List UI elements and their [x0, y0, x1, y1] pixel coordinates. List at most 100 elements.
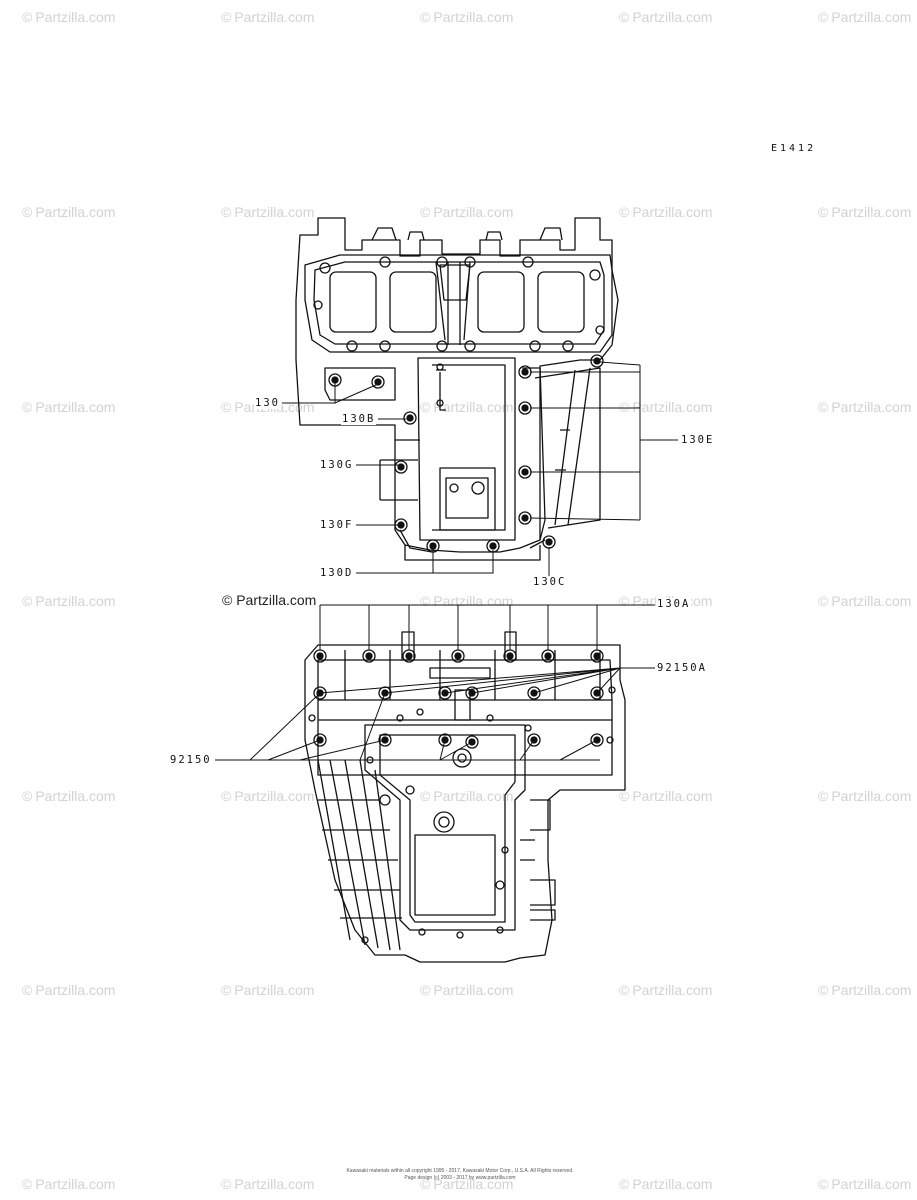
copyright-symbol: ©: [221, 204, 232, 220]
watermark-text: Partzilla.com: [35, 1176, 116, 1192]
watermark: ©Partzilla.com: [818, 204, 911, 220]
callout-92150: 92150: [169, 754, 213, 766]
watermark: ©Partzilla.com: [420, 788, 513, 804]
watermark: ©Partzilla.com: [619, 982, 712, 998]
copyright-symbol: ©: [818, 788, 829, 804]
watermark: ©Partzilla.com: [221, 1176, 314, 1192]
callout-130f: 130F: [319, 519, 355, 531]
copyright-symbol: ©: [22, 1176, 33, 1192]
watermark-text: Partzilla.com: [831, 788, 912, 804]
copyright-symbol: ©: [22, 593, 33, 609]
watermark-text: Partzilla.com: [632, 788, 713, 804]
copyright-symbol: ©: [619, 204, 630, 220]
copyright-symbol: ©: [221, 399, 232, 415]
copyright-symbol: ©: [818, 982, 829, 998]
watermark: ©Partzilla.com: [818, 1176, 911, 1192]
copyright-symbol: ©: [221, 982, 232, 998]
watermark: ©Partzilla.com: [221, 982, 314, 998]
watermark-text: Partzilla.com: [35, 982, 116, 998]
watermark: ©Partzilla.com: [22, 1176, 115, 1192]
watermark: ©Partzilla.com: [221, 204, 314, 220]
watermark-text: Partzilla.com: [831, 1176, 912, 1192]
watermark: ©Partzilla.com: [22, 982, 115, 998]
watermark: ©Partzilla.com: [420, 9, 513, 25]
watermark: ©Partzilla.com: [420, 1176, 513, 1192]
watermark: ©Partzilla.com: [818, 788, 911, 804]
copyright-symbol: ©: [22, 9, 33, 25]
copyright-symbol: ©: [818, 9, 829, 25]
copyright-notice: © Partzilla.com: [222, 592, 317, 608]
watermark-text: Partzilla.com: [35, 788, 116, 804]
callout-130g: 130G: [319, 459, 355, 471]
watermark-text: Partzilla.com: [433, 204, 514, 220]
footer-design-credit: Page design (c) 2003 - 2017 by www.partz…: [404, 1175, 516, 1181]
copyright-symbol: ©: [420, 982, 431, 998]
watermark-text: Partzilla.com: [831, 204, 912, 220]
callout-130a: 130A: [656, 598, 692, 610]
leader-lines: [215, 361, 678, 761]
watermark-text: Partzilla.com: [831, 399, 912, 415]
copyright-symbol: ©: [619, 593, 630, 609]
watermark: ©Partzilla.com: [22, 204, 115, 220]
copyright-symbol: ©: [221, 788, 232, 804]
copyright-symbol: ©: [420, 9, 431, 25]
callout-130e: 130E: [680, 434, 716, 446]
copyright-symbol: ©: [420, 593, 431, 609]
copyright-symbol: ©: [619, 9, 630, 25]
copyright-symbol: ©: [221, 1176, 232, 1192]
watermark-text: Partzilla.com: [831, 982, 912, 998]
copyright-symbol: ©: [420, 1176, 431, 1192]
callout-130b: 130B: [341, 413, 377, 425]
copyright-symbol: ©: [818, 593, 829, 609]
watermark: ©Partzilla.com: [22, 788, 115, 804]
watermark: ©Partzilla.com: [420, 399, 513, 415]
callout-130: 130: [254, 397, 281, 409]
watermark: ©Partzilla.com: [22, 593, 115, 609]
watermark: ©Partzilla.com: [818, 9, 911, 25]
watermark-text: Partzilla.com: [632, 399, 713, 415]
upper-crankcase: [295, 217, 619, 561]
copyright-symbol: ©: [221, 9, 232, 25]
watermark-text: Partzilla.com: [35, 9, 116, 25]
watermark: ©Partzilla.com: [619, 788, 712, 804]
copyright-symbol: ©: [420, 399, 431, 415]
watermark: ©Partzilla.com: [22, 399, 115, 415]
watermark: ©Partzilla.com: [619, 204, 712, 220]
watermark: ©Partzilla.com: [221, 9, 314, 25]
copyright-symbol: ©: [619, 788, 630, 804]
lower-crankcase: [304, 631, 626, 963]
footer-copyright: Kawasaki materials within all copyright …: [346, 1168, 574, 1174]
copyright-symbol: ©: [619, 982, 630, 998]
watermark: ©Partzilla.com: [619, 1176, 712, 1192]
copyright-symbol: ©: [22, 982, 33, 998]
watermark-text: Partzilla.com: [831, 593, 912, 609]
watermark-text: Partzilla.com: [234, 204, 315, 220]
watermark-text: Partzilla.com: [433, 982, 514, 998]
watermark-text: Partzilla.com: [234, 9, 315, 25]
watermark-text: Partzilla.com: [632, 9, 713, 25]
watermark: ©Partzilla.com: [221, 788, 314, 804]
copyright-symbol: ©: [818, 399, 829, 415]
watermark-text: Partzilla.com: [433, 9, 514, 25]
watermark-text: Partzilla.com: [433, 399, 514, 415]
watermark-text: Partzilla.com: [831, 9, 912, 25]
watermark-text: Partzilla.com: [234, 1176, 315, 1192]
watermark-text: Partzilla.com: [35, 399, 116, 415]
watermark: ©Partzilla.com: [420, 204, 513, 220]
copyright-symbol: ©: [420, 204, 431, 220]
callout-92150a: 92150A: [656, 662, 708, 674]
copyright-symbol: ©: [22, 399, 33, 415]
watermark-text: Partzilla.com: [35, 593, 116, 609]
watermark: ©Partzilla.com: [818, 982, 911, 998]
watermark: ©Partzilla.com: [619, 9, 712, 25]
copyright-symbol: ©: [22, 204, 33, 220]
watermark: ©Partzilla.com: [619, 399, 712, 415]
callout-130d: 130D: [319, 567, 355, 579]
watermark: ©Partzilla.com: [22, 9, 115, 25]
watermark-text: Partzilla.com: [632, 204, 713, 220]
copyright-symbol: ©: [420, 788, 431, 804]
copyright-symbol: ©: [818, 204, 829, 220]
copyright-symbol: ©: [619, 399, 630, 415]
